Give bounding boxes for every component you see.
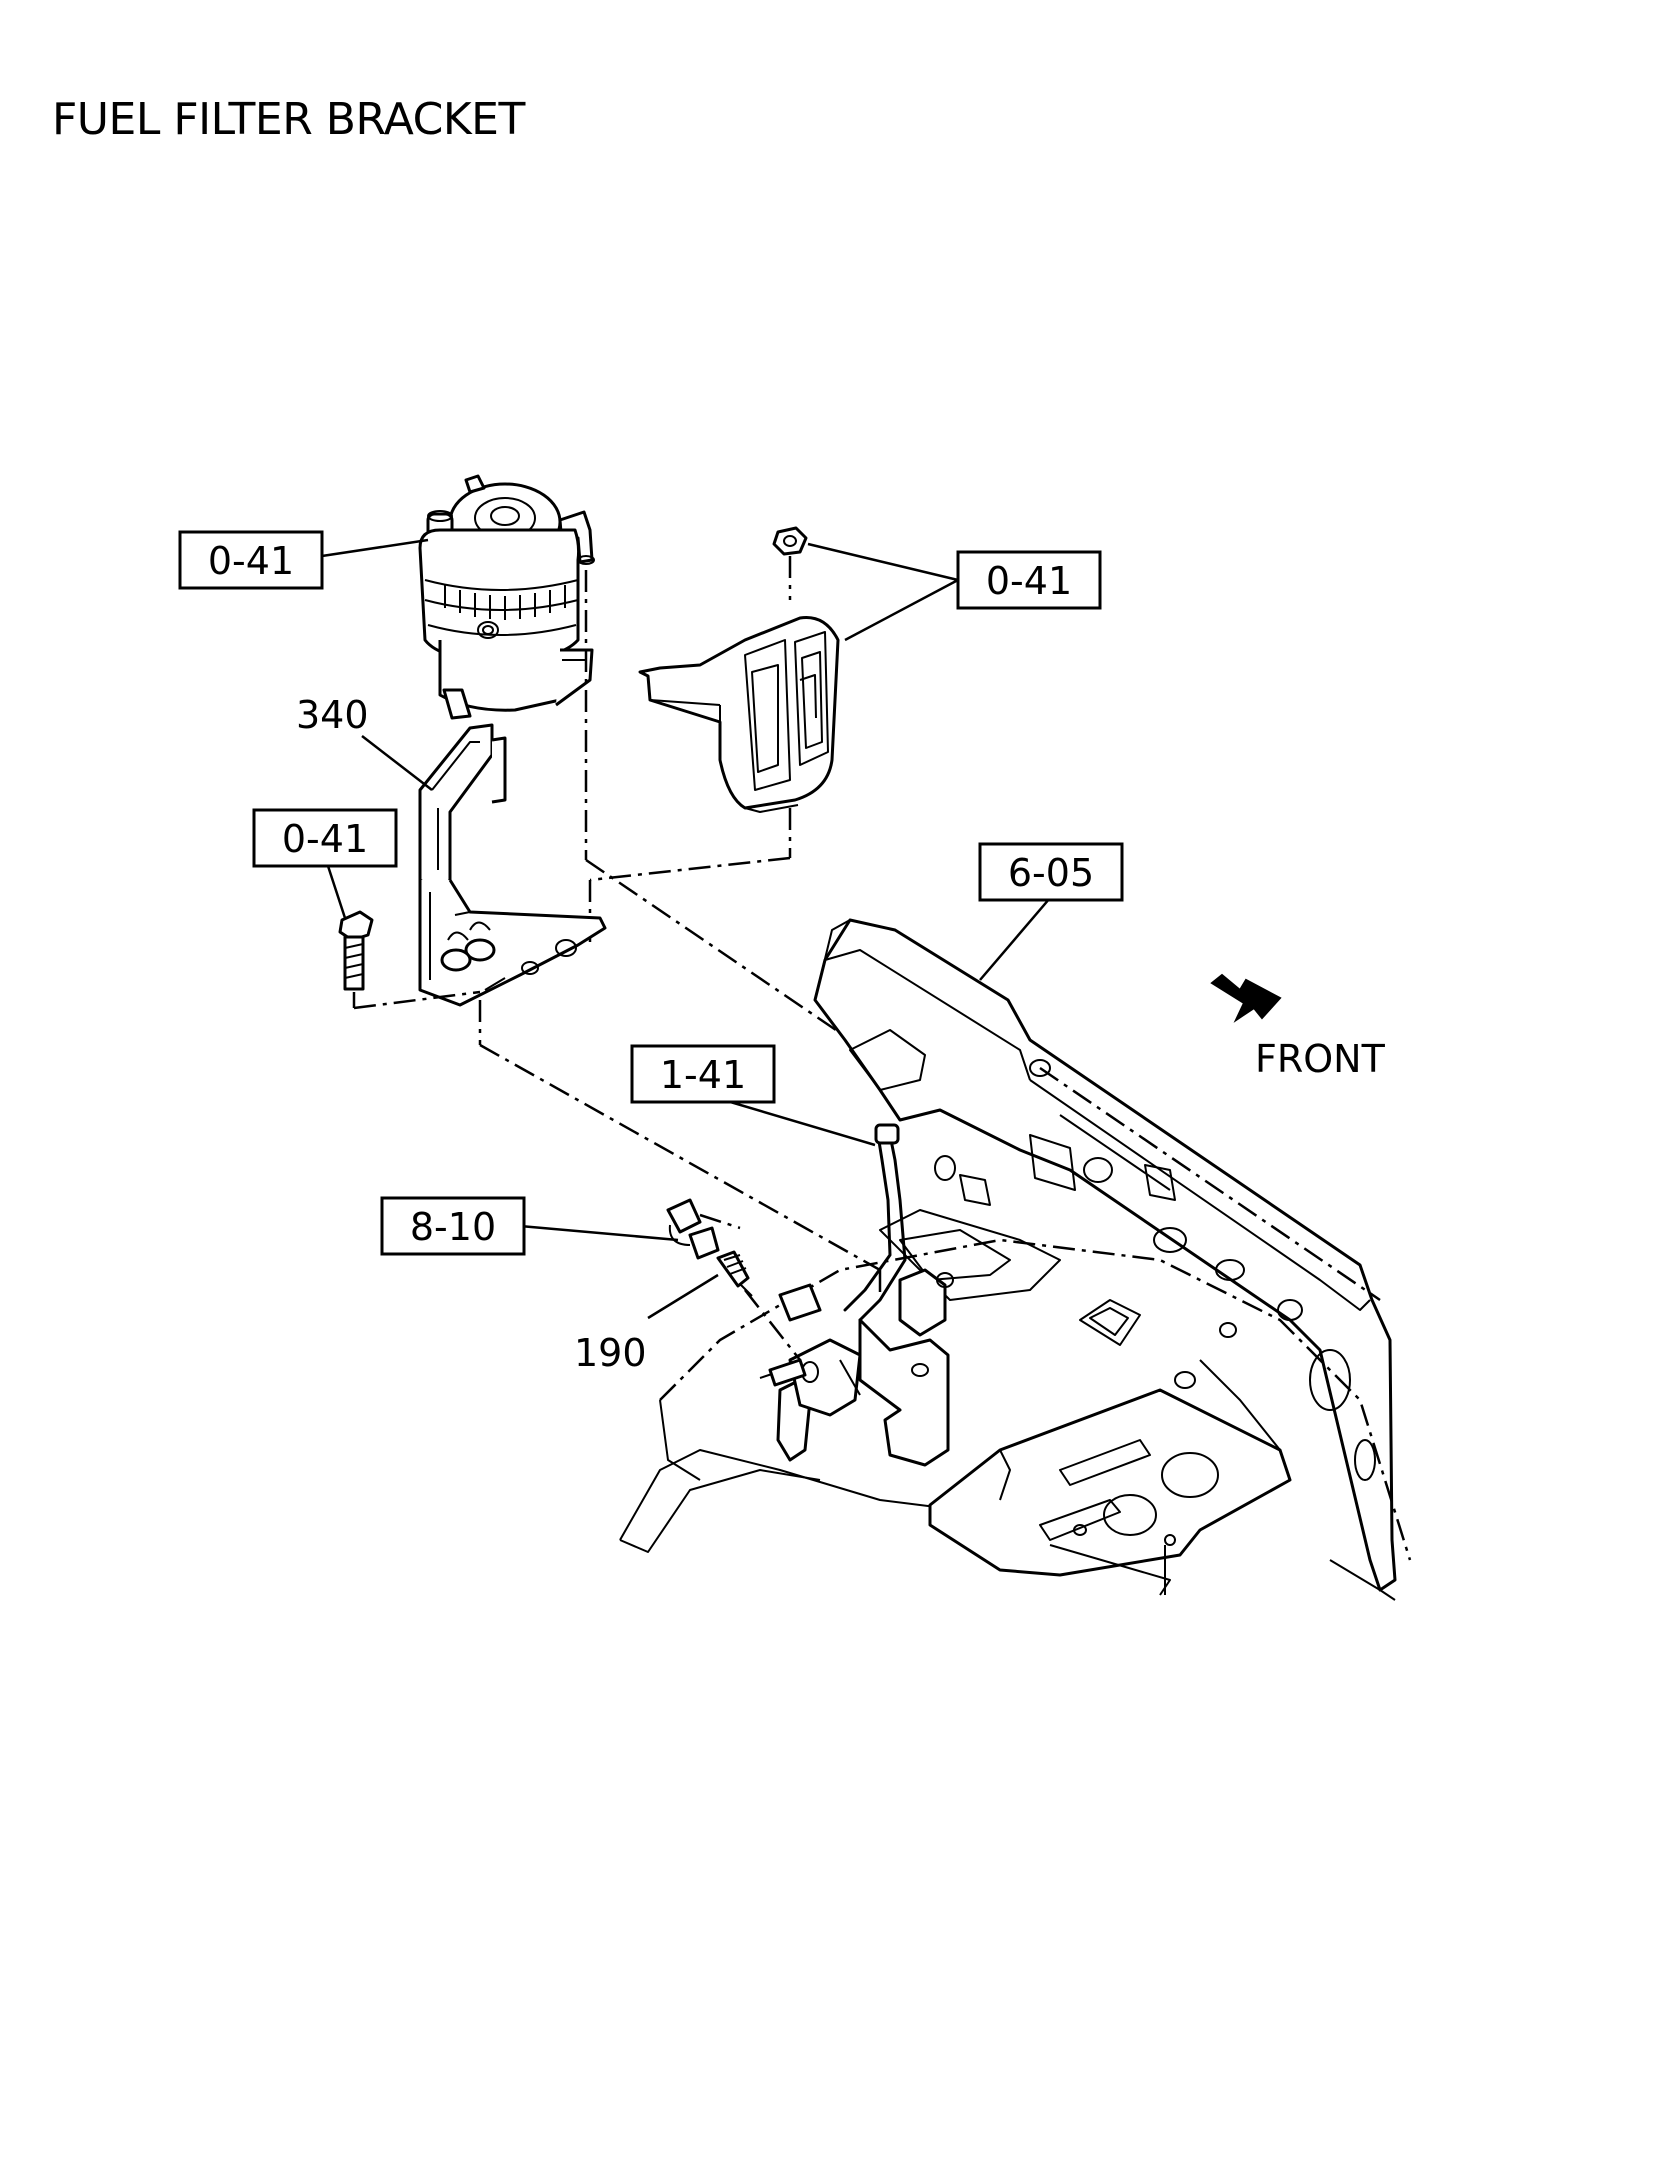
callout-filter-text: 0-41 xyxy=(208,539,294,583)
leader-sensor xyxy=(647,1273,719,1320)
leader-bracket xyxy=(361,735,433,791)
leader-frame xyxy=(979,897,1051,981)
harness-connector-8-10 xyxy=(666,1198,741,1260)
chassis-frame-rail xyxy=(813,918,1397,1592)
callout-pipe-text: 1-41 xyxy=(660,1053,746,1097)
sensor-190 xyxy=(716,1250,753,1297)
front-label: FRONT xyxy=(1255,1037,1386,1081)
leader-filter xyxy=(321,538,429,558)
callout-harness: 8-10 xyxy=(380,1196,526,1256)
callout-bolt-text: 0-41 xyxy=(282,817,368,861)
mounting-bolt xyxy=(338,910,374,991)
filter-ribs xyxy=(444,585,566,620)
sensor-mount xyxy=(759,1338,862,1417)
leader-cover xyxy=(807,542,959,582)
cover-bracket xyxy=(638,526,840,813)
bracket-340 xyxy=(418,723,607,1007)
page-title: FUEL FILTER BRACKET xyxy=(52,94,525,145)
callout-harness-text: 8-10 xyxy=(410,1205,496,1249)
floor-panel xyxy=(619,1209,1412,1601)
callout-sensor-text: 190 xyxy=(574,1331,647,1375)
fuel-pipe xyxy=(776,1123,954,1467)
callout-pipe: 1-41 xyxy=(630,1044,776,1104)
callout-frame: 6-05 xyxy=(978,842,1124,902)
fuel-filter-assembly xyxy=(418,474,595,720)
callout-filter: 0-41 xyxy=(178,530,324,590)
callout-frame-text: 6-05 xyxy=(1008,851,1094,895)
callout-bracket-text: 340 xyxy=(296,693,369,737)
front-arrow-icon xyxy=(1210,973,1282,1023)
callout-cover: 0-41 xyxy=(956,550,1102,610)
leader-harness xyxy=(519,1224,679,1242)
front-direction-indicator: FRONT xyxy=(1210,973,1386,1081)
leader-cover-2 xyxy=(844,578,959,642)
callout-cover-text: 0-41 xyxy=(986,559,1072,603)
leader-bolt xyxy=(326,865,347,919)
callout-bolt: 0-41 xyxy=(252,808,398,868)
